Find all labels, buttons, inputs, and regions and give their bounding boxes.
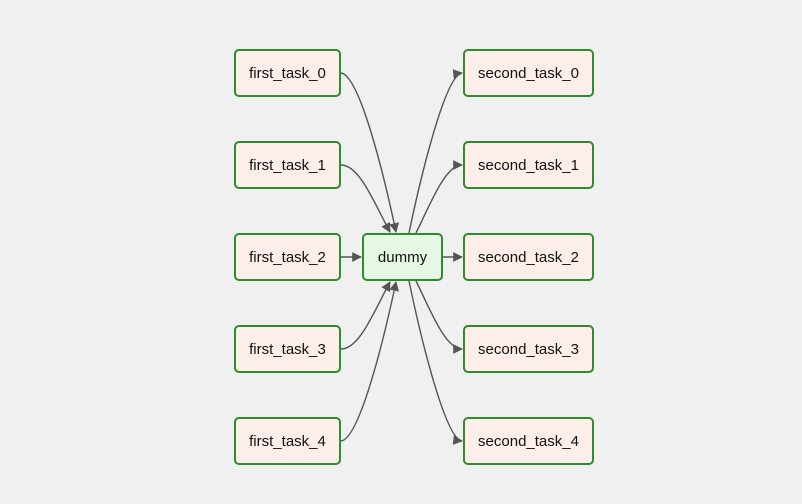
- task-node-first_task_4[interactable]: first_task_4: [234, 417, 341, 465]
- task-node-second_task_1[interactable]: second_task_1: [463, 141, 594, 189]
- task-node-label: second_task_4: [478, 432, 579, 450]
- edge-dummy-to-second_task_3: [415, 280, 463, 354]
- edge-first_task_0-to-dummy: [340, 72, 399, 233]
- edge-first_task_3-to-dummy: [340, 281, 391, 350]
- task-node-first_task_1[interactable]: first_task_1: [234, 141, 341, 189]
- edge-first_task_1-to-dummy: [340, 164, 391, 233]
- task-node-label: first_task_0: [249, 64, 326, 82]
- task-node-label: second_task_1: [478, 156, 579, 174]
- task-node-dummy[interactable]: dummy: [362, 233, 443, 281]
- task-node-label: second_task_2: [478, 248, 579, 266]
- task-node-second_task_0[interactable]: second_task_0: [463, 49, 594, 97]
- task-node-second_task_4[interactable]: second_task_4: [463, 417, 594, 465]
- edge-first_task_4-to-dummy: [340, 281, 399, 442]
- edge-dummy-to-second_task_0: [408, 69, 463, 234]
- task-node-label: second_task_3: [478, 340, 579, 358]
- task-node-label: first_task_1: [249, 156, 326, 174]
- task-node-second_task_3[interactable]: second_task_3: [463, 325, 594, 373]
- edge-dummy-to-second_task_4: [408, 280, 463, 445]
- task-node-label: first_task_2: [249, 248, 326, 266]
- task-node-label: first_task_4: [249, 432, 326, 450]
- task-node-label: second_task_0: [478, 64, 579, 82]
- task-node-first_task_2[interactable]: first_task_2: [234, 233, 341, 281]
- task-node-label: dummy: [377, 248, 428, 266]
- task-node-label: first_task_3: [249, 340, 326, 358]
- task-node-first_task_0[interactable]: first_task_0: [234, 49, 341, 97]
- task-node-second_task_2[interactable]: second_task_2: [463, 233, 594, 281]
- task-node-first_task_3[interactable]: first_task_3: [234, 325, 341, 373]
- edge-dummy-to-second_task_1: [415, 160, 463, 234]
